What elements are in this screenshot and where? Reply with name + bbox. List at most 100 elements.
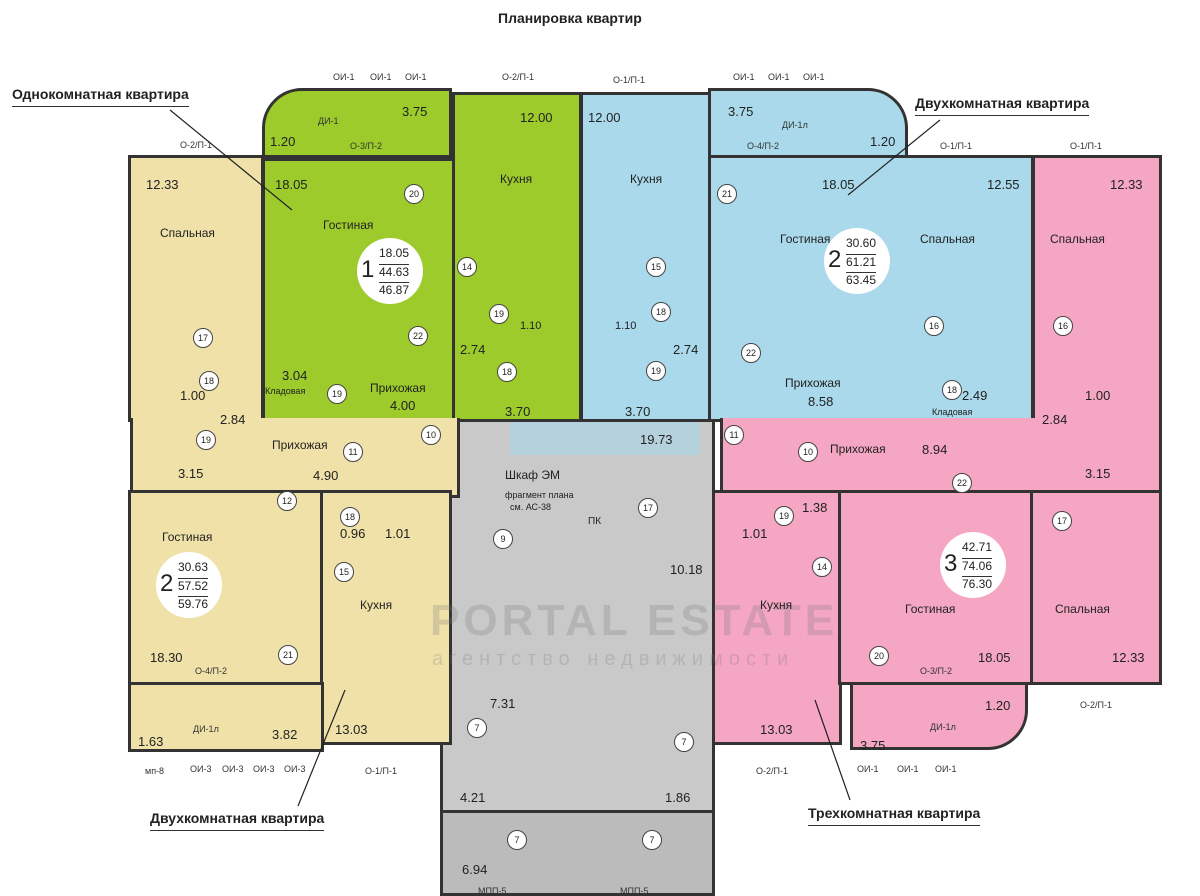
window-label: ОИ-3 [284, 764, 306, 774]
window-label: О-2/П-1 [180, 140, 212, 150]
area: 12.55 [987, 177, 1020, 192]
area: 1.00 [1085, 388, 1111, 403]
area: 12.33 [1112, 650, 1145, 665]
core-ref: см. АС-38 [510, 502, 552, 512]
door-marker: 15 [646, 257, 666, 277]
window-label: О-1/П-1 [940, 141, 972, 151]
apt2b-bedroom [128, 155, 264, 422]
area: 1.10 [520, 320, 542, 332]
door-marker: 7 [467, 718, 487, 738]
area: 8.94 [922, 442, 948, 457]
area: 0.96 [340, 526, 366, 541]
area: 1.01 [385, 526, 411, 541]
door-marker: 18 [199, 371, 219, 391]
area: 18.05 [978, 650, 1011, 665]
area: 1.00 [180, 388, 206, 403]
area: 10.18 [670, 562, 703, 577]
door-marker: 16 [1053, 316, 1073, 336]
room-label: Гостиная [162, 530, 213, 544]
area: 4.21 [460, 790, 486, 805]
watermark-brand: PORTAL ESTATE [430, 596, 839, 645]
window-label: О-2/П-1 [756, 766, 788, 776]
door-marker: 21 [717, 184, 737, 204]
area: 12.33 [146, 177, 179, 192]
window-label: ОИ-1 [733, 72, 755, 82]
door-marker: 20 [869, 646, 889, 666]
area: 3.15 [178, 466, 204, 481]
window-label: ОИ-3 [222, 764, 244, 774]
core-pk: ПК [588, 516, 602, 527]
window-label: ОИ-1 [405, 72, 427, 82]
apt2b-kitchen [320, 490, 452, 745]
room-label: Спальная [1055, 602, 1110, 616]
area: 19.73 [640, 432, 673, 447]
window-label: ОИ-1 [935, 764, 957, 774]
room-label: Спальная [160, 226, 215, 240]
apt2b-balcony [128, 682, 324, 752]
window-label: ДИ-1л [193, 724, 219, 734]
area: 18.05 [822, 177, 855, 192]
area: 2.74 [460, 342, 486, 357]
callout-three-room: Трехкомнатная квартира [808, 805, 981, 826]
room-label: Кухня [630, 172, 663, 186]
door-marker: 10 [798, 442, 818, 462]
door-marker: 18 [942, 380, 962, 400]
area: 7.31 [490, 696, 516, 711]
door-marker: 19 [774, 506, 794, 526]
callout-one-room: Однокомнатная квартира [12, 86, 189, 107]
door-marker: 10 [421, 425, 441, 445]
core-cabinet: Шкаф ЭМ [505, 468, 561, 482]
window-label: ОИ-1 [333, 72, 355, 82]
area: 2.84 [220, 412, 246, 427]
window-label: ДИ-1л [782, 120, 808, 130]
door-marker: 19 [489, 304, 509, 324]
room-label: Кладовая [932, 407, 973, 417]
area: 2.74 [673, 342, 699, 357]
room-label: Спальная [920, 232, 975, 246]
window-label: ОИ-1 [897, 764, 919, 774]
window-label: ДИ-1 [318, 116, 339, 126]
window-label: ОИ-3 [190, 764, 212, 774]
room-label: Гостиная [780, 232, 831, 246]
door-marker: 16 [924, 316, 944, 336]
area: 1.86 [665, 790, 691, 805]
window-label: О-2/П-1 [502, 72, 534, 82]
door-marker: 17 [193, 328, 213, 348]
window-label: ОИ-3 [253, 764, 275, 774]
door-marker: 19 [646, 361, 666, 381]
window-label: МПП-5 [478, 886, 507, 896]
room-label: Прихожая [785, 376, 841, 390]
room-label: Прихожая [272, 438, 328, 452]
window-label: О-1/П-1 [1070, 141, 1102, 151]
area: 3.04 [282, 368, 308, 383]
room-label: Гостиная [905, 602, 956, 616]
landing [440, 810, 715, 896]
area: 18.30 [150, 650, 183, 665]
area: 2.84 [1042, 412, 1068, 427]
window-label: О-4/П-2 [747, 141, 779, 151]
room-label: Прихожая [370, 381, 426, 395]
area: 1.20 [870, 134, 896, 149]
area: 3.82 [272, 727, 298, 742]
window-label: ОИ-1 [370, 72, 392, 82]
area: 3.15 [1085, 466, 1111, 481]
area: 3.75 [402, 104, 428, 119]
door-marker: 18 [497, 362, 517, 382]
window-label: О-4/П-2 [195, 666, 227, 676]
door-marker: 15 [334, 562, 354, 582]
window-label: МПП-5 [620, 886, 649, 896]
door-marker: 21 [278, 645, 298, 665]
area: 1.20 [270, 134, 296, 149]
door-marker: 20 [404, 184, 424, 204]
area: 13.03 [335, 722, 368, 737]
window-label: О-3/П-2 [350, 141, 382, 151]
room-label: Кухня [760, 598, 793, 612]
window-label: О-2/П-1 [1080, 700, 1112, 710]
area: 3.70 [625, 404, 651, 419]
door-marker: 22 [952, 473, 972, 493]
